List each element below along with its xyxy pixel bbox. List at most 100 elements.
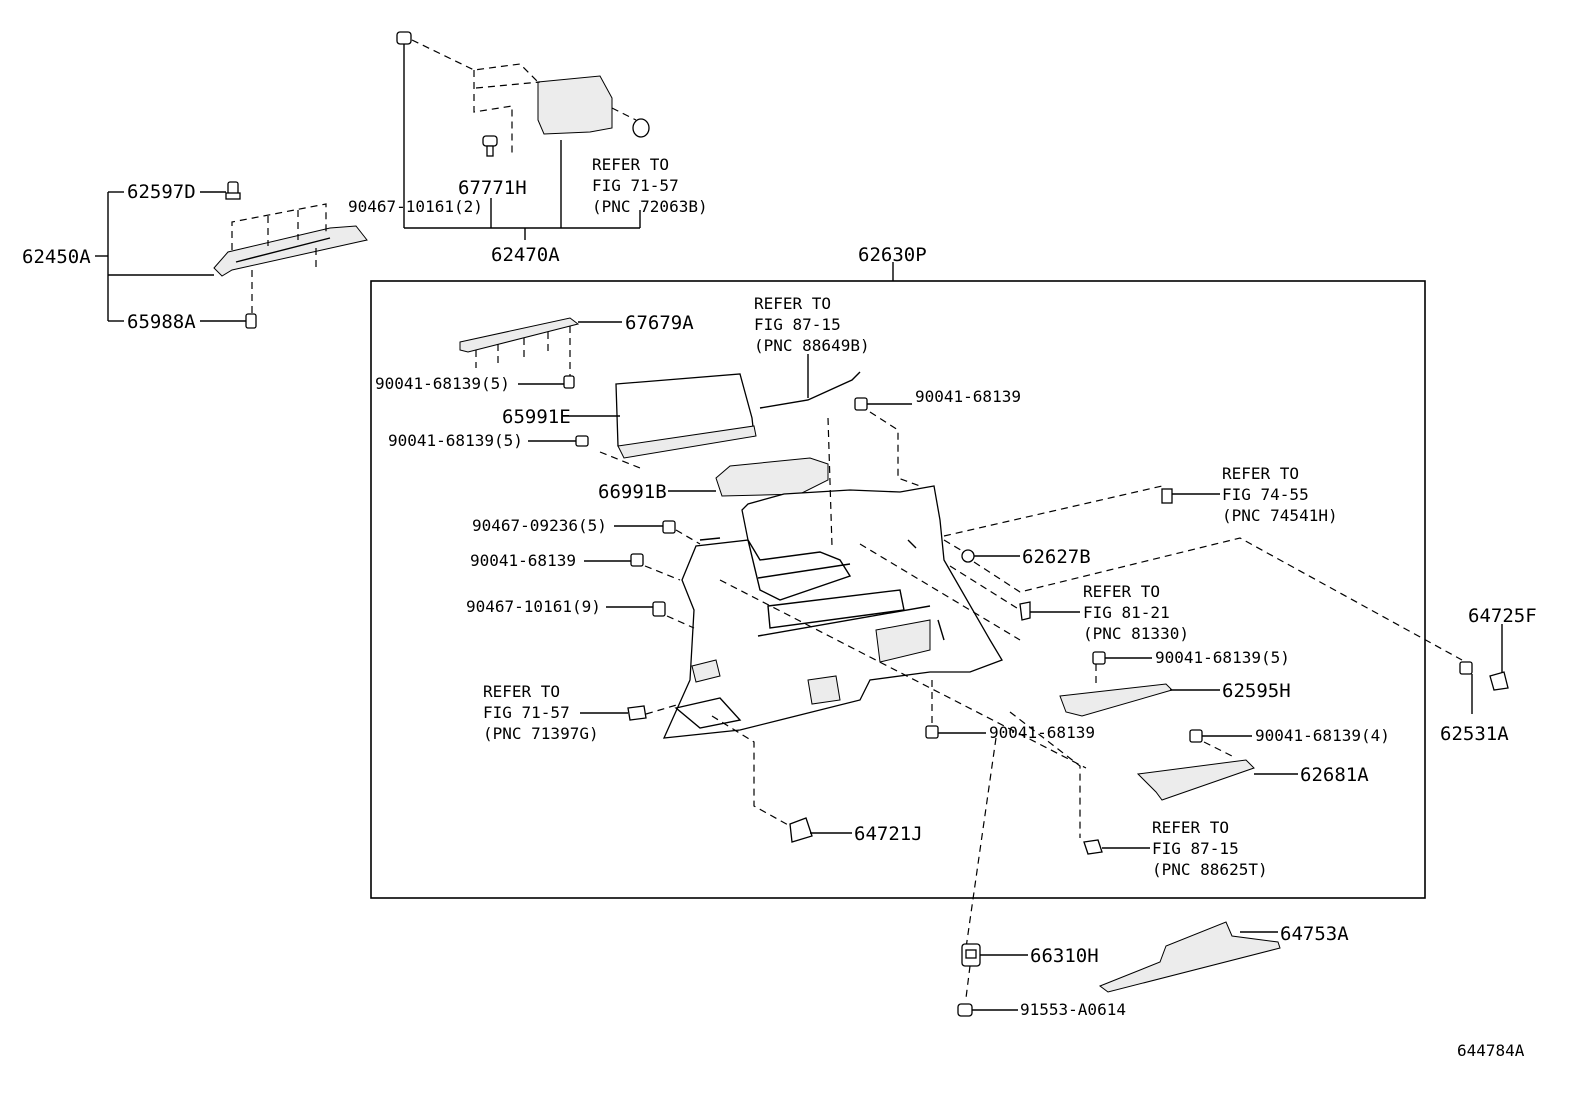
part-label-62627B[interactable]: 62627B (1022, 546, 1091, 568)
part-label-67771H[interactable]: 67771H (458, 177, 527, 199)
part-label-66310H[interactable]: 66310H (1030, 945, 1099, 967)
fastener-90041-68139-a-group: 90041-68139 (470, 551, 681, 581)
part-66991B-group: 66991B (598, 457, 829, 503)
cap-64721J-icon (789, 817, 813, 843)
pillar-trim-62470A-icon (537, 75, 613, 135)
grommet-72063B-icon (632, 118, 650, 138)
part-label-67679A[interactable]: 67679A (625, 312, 694, 334)
part-label-90467-10161-9[interactable]: 90467-10161(9) (466, 597, 601, 616)
part-label-90467-10161-2[interactable]: 90467-10161(2) (348, 197, 483, 216)
part-label-90041-68139-top[interactable]: 90041-68139 (915, 387, 1021, 406)
refer-88649B-line2: FIG 87-15 (754, 315, 841, 334)
refer-81330-line2: FIG 81-21 (1083, 603, 1170, 622)
clip-90467-10161-top-icon (396, 31, 412, 45)
part-label-64753A[interactable]: 64753A (1280, 923, 1349, 945)
part-label-62450A[interactable]: 62450A (22, 246, 91, 268)
part-67679A-group: 67679A 90041-68139(5) (375, 312, 694, 393)
screw-62531A-icon (1459, 661, 1473, 675)
refer-74541H-line2: FIG 74-55 (1222, 485, 1309, 504)
screw-90041-68139-mid-group: 90041-68139 (925, 680, 1095, 742)
refer-81330-line1: REFER TO (1083, 582, 1160, 601)
bolt-91553-A0614-icon (957, 1003, 973, 1017)
clip-67771H-icon (482, 135, 498, 157)
clip-64725F-icon (1489, 671, 1509, 691)
assembly-box-62630P (370, 280, 1426, 899)
refer-88625T-line1: REFER TO (1152, 818, 1229, 837)
fastener-90467-09236-group: 90467-09236(5) (472, 516, 701, 545)
part-62595H-group: 90041-68139(5) 62595H (1059, 648, 1291, 717)
part-label-90041-68139-4[interactable]: 90041-68139(4) (1255, 726, 1390, 745)
part-label-65991E[interactable]: 65991E (502, 406, 571, 428)
main-trim-panel-62630P (662, 485, 1003, 739)
scuff-62595H-icon (1059, 683, 1173, 717)
refer-71397G-group: REFER TO FIG 71-57 (PNC 71397G) (483, 682, 681, 743)
part-62470A-group: 90467-10161(2) 62470A 67771H REFER TO FI… (348, 31, 708, 266)
part-label-62531A[interactable]: 62531A (1440, 723, 1509, 745)
screw-90041-68139-5a-icon (563, 375, 575, 389)
refer-81330-line3: (PNC 81330) (1083, 624, 1189, 643)
refer-88649B-group: REFER TO FIG 87-15 (PNC 88649B) (754, 294, 870, 409)
clip-90467-10161-9-icon (652, 601, 666, 617)
refer-72063B-line2: FIG 71-57 (592, 176, 679, 195)
cover-66991B-icon (715, 457, 829, 497)
refer-88625T-line2: FIG 87-15 (1152, 839, 1239, 858)
clip-88625T-icon (1083, 839, 1103, 855)
part-label-65988A[interactable]: 65988A (127, 311, 196, 333)
part-62681A-group: 90041-68139(4) 62681A (1136, 726, 1390, 801)
part-label-64725F[interactable]: 64725F (1468, 605, 1537, 627)
part-label-90041-68139-5a[interactable]: 90041-68139(5) (375, 374, 510, 393)
part-label-90041-68139-5b[interactable]: 90041-68139(5) (388, 431, 523, 450)
diagram-id: 644784A (1457, 1041, 1525, 1060)
refer-88649B-line1: REFER TO (754, 294, 831, 313)
refer-71397G-line3: (PNC 71397G) (483, 724, 599, 743)
part-64725F-group: 64725F 62531A (1440, 605, 1537, 745)
screw-90041-68139-top-group: 90041-68139 (854, 387, 1021, 487)
quarter-trim-panel-icon (662, 485, 1003, 739)
part-label-66991B[interactable]: 66991B (598, 481, 667, 503)
refer-71397G-line2: FIG 71-57 (483, 703, 570, 722)
part-label-90041-68139-mid[interactable]: 90041-68139 (989, 723, 1095, 742)
refer-88625T-line3: (PNC 88625T) (1152, 860, 1268, 879)
screw-90041-68139-top-icon (854, 397, 868, 411)
trim-67679A-icon (459, 317, 580, 353)
part-label-90041-68139-a[interactable]: 90041-68139 (470, 551, 576, 570)
part-label-90467-09236-5[interactable]: 90467-09236(5) (472, 516, 607, 535)
garnish-62450A-icon (213, 225, 368, 277)
part-64721J-group: 64721J (711, 715, 923, 845)
part-label-90041-68139-5c[interactable]: 90041-68139(5) (1155, 648, 1290, 667)
clip-62627B-icon (961, 549, 975, 563)
refer-88649B-line3: (PNC 88649B) (754, 336, 870, 355)
refer-74541H-line1: REFER TO (1222, 464, 1299, 483)
screw-90041-68139-5b-icon (575, 435, 589, 447)
part-label-62630P[interactable]: 62630P (858, 244, 927, 266)
clip-62597D-icon (225, 181, 241, 200)
refer-88625T-group: REFER TO FIG 87-15 (PNC 88625T) (1009, 711, 1268, 879)
part-62450A-group: 62450A 62597D 65988A (22, 181, 368, 333)
clip-90467-09236-icon (662, 520, 676, 534)
part-64753A-group: 64753A (1098, 921, 1349, 993)
part-65991E-group: 65991E 90041-68139(5) (388, 373, 757, 459)
screw-90041-68139-a-icon (630, 553, 644, 567)
plate-64753A-icon (1098, 921, 1281, 993)
screw-90041-68139-5c-icon (1092, 651, 1106, 665)
part-66310H-group: 66310H 91553-A0614 (957, 737, 1126, 1019)
part-label-62470A[interactable]: 62470A (491, 244, 560, 266)
refer-74541H-line3: (PNC 74541H) (1222, 506, 1338, 525)
part-62627B-group: 62627B (943, 537, 1463, 661)
refer-81330-group: REFER TO FIG 81-21 (PNC 81330) (949, 565, 1189, 643)
refer-72063B-line1: REFER TO (592, 155, 669, 174)
screw-90041-68139-mid-icon (925, 725, 939, 739)
refer-72063B-line3: (PNC 72063B) (592, 197, 708, 216)
part-label-62595H[interactable]: 62595H (1222, 680, 1291, 702)
screw-90041-68139-4-icon (1189, 729, 1203, 743)
part-label-91553-A0614[interactable]: 91553-A0614 (1020, 1000, 1126, 1019)
scuff-62681A-icon (1136, 759, 1255, 801)
part-label-62681A[interactable]: 62681A (1300, 764, 1369, 786)
fastener-90467-10161-9-group: 90467-10161(9) (466, 597, 695, 629)
part-label-62597D[interactable]: 62597D (127, 181, 196, 203)
refer-74541H-group: REFER TO FIG 74-55 (PNC 74541H) (943, 464, 1338, 537)
part-label-64721J[interactable]: 64721J (854, 823, 923, 845)
clip-65988A-icon (245, 313, 257, 329)
clip-74541H-icon (1161, 488, 1173, 504)
